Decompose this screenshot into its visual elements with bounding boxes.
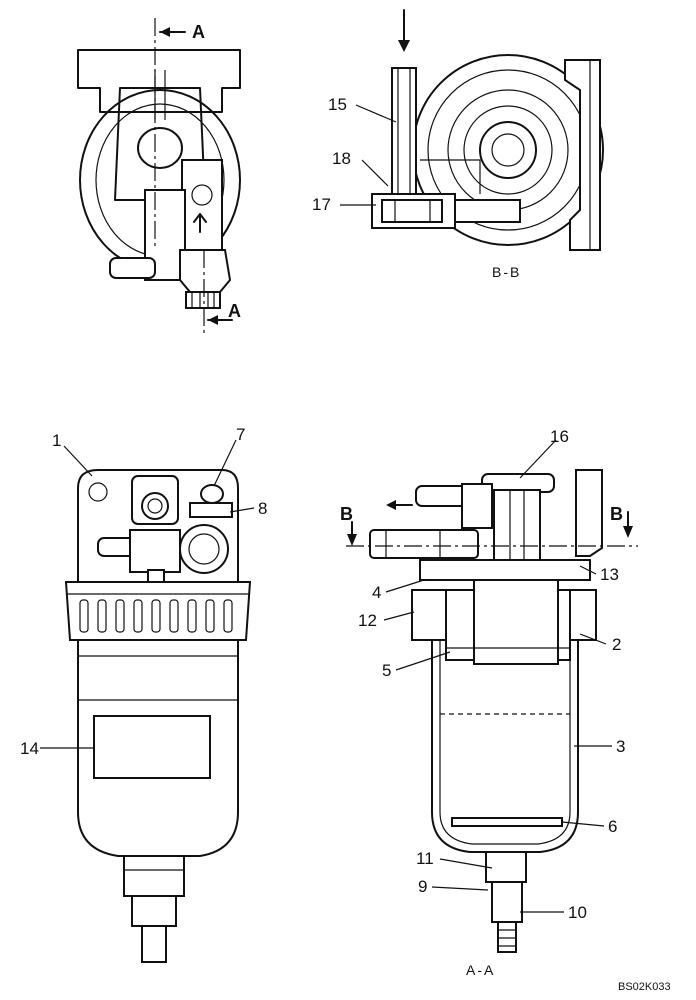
section-marker-a-top: A: [192, 22, 205, 42]
top-left-view: [77, 18, 241, 335]
callout-14: 14: [20, 739, 39, 758]
callout-2: 2: [612, 635, 621, 654]
callout-11: 11: [416, 849, 434, 868]
section-aa-view: [346, 469, 638, 953]
leader-lines: [40, 104, 612, 913]
callout-13: 13: [600, 565, 619, 584]
caption-bb: B-B: [492, 264, 521, 280]
callout-7: 7: [236, 425, 245, 444]
callout-3: 3: [616, 737, 625, 756]
section-marker-b-right: B: [610, 504, 623, 524]
callout-1: 1: [52, 431, 61, 450]
callout-16: 16: [550, 427, 569, 446]
callout-6: 6: [608, 817, 617, 836]
callout-15: 15: [328, 95, 347, 114]
exterior-view: [64, 469, 252, 963]
caption-aa: A-A: [466, 962, 495, 978]
callout-8: 8: [258, 499, 267, 518]
callout-18: 18: [332, 149, 351, 168]
callout-10: 10: [568, 903, 587, 922]
section-bb-view: [371, 9, 604, 251]
callout-numbers: 1 7 8 14 15 18 17 16 13 4 2 12 5 3 6 11 …: [20, 95, 625, 922]
callout-4: 4: [372, 583, 381, 602]
callout-17: 17: [312, 195, 331, 214]
callout-5: 5: [382, 661, 391, 680]
callout-9: 9: [418, 877, 427, 896]
callout-12: 12: [358, 611, 377, 630]
section-marker-a-bottom: A: [228, 301, 241, 321]
section-marker-b-left: B: [340, 504, 353, 524]
drawing-code: BS02K033: [618, 981, 671, 993]
